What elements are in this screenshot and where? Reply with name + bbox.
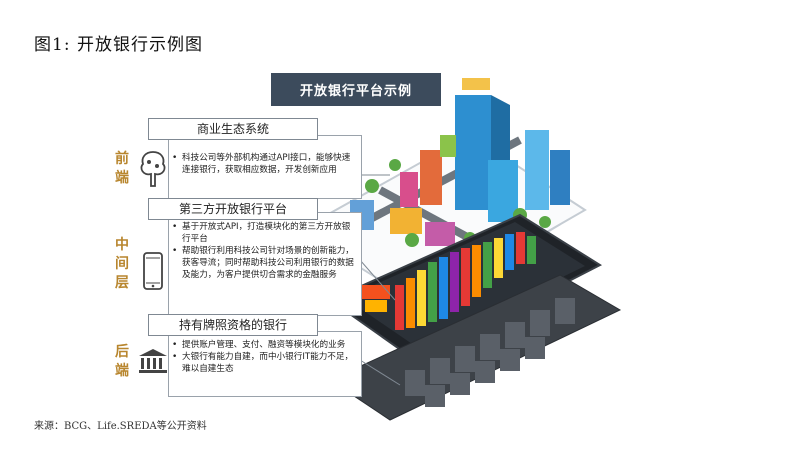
- layer-label-char: 间: [115, 256, 129, 272]
- bank-building-icon: [139, 349, 167, 373]
- bullet: 大银行有能力自建，而中小银行IT能力不足，难以自建生态: [172, 351, 356, 375]
- city-buildings: [350, 78, 570, 246]
- layer-label-char: 前: [115, 151, 129, 167]
- layer-label-frontend: 前 端: [113, 150, 131, 188]
- bullet: 科技公司等外部机构通过API接口，能够快速连接银行，获取相应数据，开发创新应用: [172, 152, 356, 176]
- backend-bullets: 提供账户管理、支付、融资等模块化的业务 大银行有能力自建，而中小银行IT能力不足…: [172, 339, 356, 375]
- bullet: 提供账户管理、支付、融资等模块化的业务: [172, 339, 356, 351]
- layer-label-char: 后: [115, 344, 129, 360]
- middle-header: 第三方开放银行平台: [148, 198, 318, 220]
- source-note: 来源：BCG、Life.SREDA等公开资料: [34, 421, 207, 432]
- layer-label-middle: 中 间 层: [113, 236, 131, 293]
- backend-header: 持有牌照资格的银行: [148, 314, 318, 336]
- layer-label-backend: 后 端: [113, 343, 131, 381]
- middle-bullets: 基于开放式API，打造模块化的第三方开放银行平台 帮助银行利用科技公司针对场景的…: [172, 221, 356, 281]
- frontend-header: 商业生态系统: [148, 118, 318, 140]
- platform-title: 开放银行平台示例: [271, 73, 441, 106]
- bullet: 基于开放式API，打造模块化的第三方开放银行平台: [172, 221, 356, 245]
- figure-title: 图1: 开放银行示例图: [34, 35, 203, 55]
- layer-label-char: 层: [115, 275, 129, 291]
- bullet: 帮助银行利用科技公司针对场景的创新能力，获客导流；同时帮助科技公司利用银行的数据…: [172, 245, 356, 281]
- layer-label-char: 端: [115, 363, 129, 379]
- tree-icon: [140, 151, 166, 187]
- layer-label-char: 中: [115, 237, 129, 253]
- layer-label-char: 端: [115, 170, 129, 186]
- equalizer-bars: [360, 232, 536, 330]
- frontend-bullets: 科技公司等外部机构通过API接口，能够快速连接银行，获取相应数据，开发创新应用: [172, 152, 356, 176]
- smartphone-icon: [143, 252, 163, 290]
